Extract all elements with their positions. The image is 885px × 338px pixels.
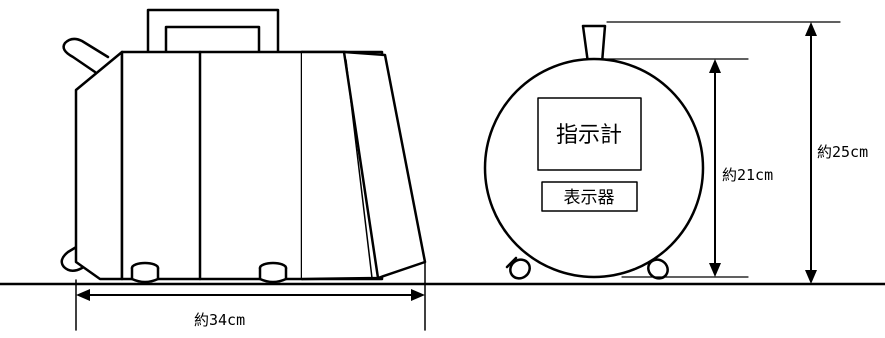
front-foot-right: [647, 258, 669, 280]
total-height-label: 約25cm: [817, 143, 868, 161]
rear-tube-top: [62, 37, 110, 74]
rear-tube-bottom: [60, 238, 102, 272]
top-nozzle: [581, 24, 607, 65]
side-view: 約34cm: [60, 8, 427, 331]
side-foot-left: [130, 261, 160, 284]
display-panel: [541, 181, 638, 212]
body-height-arrow-top: [709, 59, 721, 73]
carry-handle-inner: [164, 25, 261, 54]
side-foot-right: [258, 261, 288, 284]
front-cone: [300, 50, 427, 281]
rear-cap: [74, 50, 124, 281]
front-view: 指示計 表示器 約21cm 約25cm: [483, 21, 868, 284]
width-arrow-left: [76, 289, 90, 301]
indicator-panel: [537, 97, 642, 171]
width-dimension-label: 約34cm: [194, 311, 245, 329]
front-cone-inner-edge: [345, 59, 373, 279]
front-foot-left: [505, 256, 531, 280]
body-height-arrow-bottom: [709, 263, 721, 277]
total-height-arrow-bottom: [805, 270, 817, 284]
carry-handle-outer: [146, 8, 280, 54]
indicator-panel-label: 指示計: [556, 123, 622, 148]
total-height-arrow-top: [805, 22, 817, 36]
body-height-label: 約21cm: [722, 166, 773, 184]
display-panel-label: 表示器: [564, 188, 615, 208]
width-arrow-right: [411, 289, 425, 301]
